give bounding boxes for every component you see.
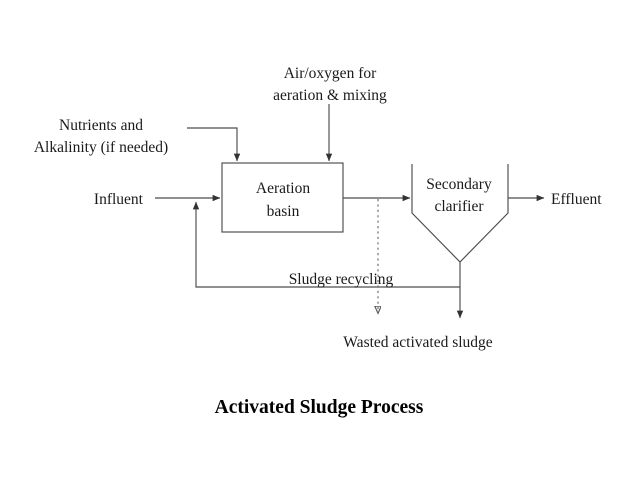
sludge-recycling-label: Sludge recycling xyxy=(289,271,394,288)
sludge-recycling-line xyxy=(192,201,460,288)
effluent-label: Effluent xyxy=(551,191,602,208)
aeration-basin-label-line1: Aeration xyxy=(256,180,310,197)
nutrients-label-line2: Alkalinity (if needed) xyxy=(34,139,168,156)
nutrients-alkalinity-arrow xyxy=(187,127,241,162)
diagram-title: Activated Sludge Process xyxy=(215,397,424,418)
secondary-clarifier-label-line1: Secondary xyxy=(426,176,492,193)
nutrients-label-line1: Nutrients and xyxy=(59,117,143,134)
wasted-activated-sludge-label: Wasted activated sludge xyxy=(343,334,493,351)
aeration-basin-box xyxy=(221,162,344,233)
influent-label: Influent xyxy=(94,191,144,208)
secondary-clarifier-label-line2: clarifier xyxy=(434,198,484,215)
aeration-basin-label-line2: basin xyxy=(267,203,300,220)
air-oxygen-label-line1: Air/oxygen for xyxy=(284,65,377,82)
air-oxygen-label-line2: aeration & mixing xyxy=(273,87,387,104)
